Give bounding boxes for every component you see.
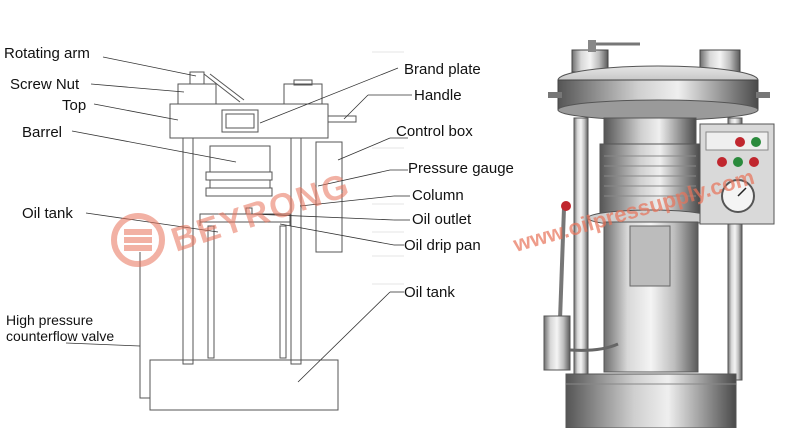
brand-watermark: BEYRONG bbox=[114, 166, 355, 264]
label-brand-plate: Brand plate bbox=[404, 61, 481, 78]
label-oil-tank-right: Oil tank bbox=[404, 284, 455, 301]
valve-pipe bbox=[140, 252, 150, 398]
red-button-icon bbox=[735, 137, 745, 147]
label-oil-tank-left: Oil tank bbox=[22, 205, 73, 222]
label-high-pressure-1: High pressure bbox=[6, 312, 93, 328]
label-control-box: Control box bbox=[396, 123, 473, 140]
rotating-arm-rod bbox=[204, 74, 240, 102]
label-oil-drip-pan: Oil drip pan bbox=[404, 237, 481, 254]
guide-lines bbox=[372, 52, 404, 284]
label-handle: Handle bbox=[414, 87, 462, 104]
label-top: Top bbox=[62, 97, 86, 114]
label-pressure-gauge: Pressure gauge bbox=[408, 160, 514, 177]
handle-bar bbox=[328, 116, 356, 122]
rotating-arm-part bbox=[190, 72, 204, 84]
label-rotating-arm: Rotating arm bbox=[4, 45, 90, 62]
column-right bbox=[291, 138, 301, 364]
label-barrel: Barrel bbox=[22, 124, 62, 141]
brand-plate-rect bbox=[222, 110, 258, 132]
valve-block bbox=[544, 316, 570, 370]
lever-knob-icon bbox=[561, 201, 571, 211]
label-high-pressure-2: counterflow valve bbox=[6, 328, 114, 344]
base-photo bbox=[566, 374, 736, 428]
screw-nut bbox=[178, 84, 216, 104]
brand-logo-icon bbox=[114, 216, 162, 264]
green-button-icon bbox=[751, 137, 761, 147]
label-column: Column bbox=[412, 187, 464, 204]
base-oil-tank bbox=[150, 360, 338, 410]
top-plate bbox=[170, 104, 328, 138]
top-cylinder-right bbox=[284, 84, 322, 104]
label-screw-nut: Screw Nut bbox=[10, 76, 80, 93]
label-oil-outlet: Oil outlet bbox=[412, 211, 472, 228]
